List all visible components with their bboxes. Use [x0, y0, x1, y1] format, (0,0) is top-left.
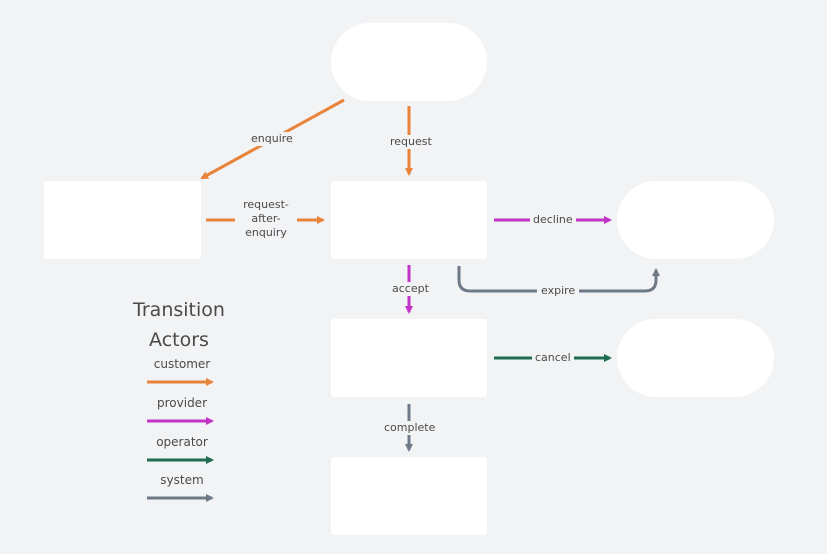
legend-system-label: system — [160, 473, 204, 487]
legend-provider-label: provider — [157, 396, 207, 410]
completed-state-node — [331, 457, 487, 535]
request-label: request — [387, 135, 435, 149]
cancelled-state-node — [617, 319, 774, 397]
request-after-enquiry-label: request-after-enquiry — [235, 198, 297, 240]
initial-state-node — [331, 23, 487, 101]
legend-customer-label: customer — [153, 357, 211, 371]
enquiry-state-node — [44, 181, 201, 259]
accept-label: accept — [389, 282, 432, 296]
legend-title-line1: Transition — [133, 299, 225, 321]
accepted-state-node — [331, 319, 487, 397]
legend-operator-label: operator — [156, 435, 208, 449]
enquire-label: enquire — [248, 132, 296, 146]
decline-label: decline — [530, 213, 576, 227]
expire-label: expire — [537, 284, 580, 298]
declined-state-node — [617, 181, 774, 259]
pending-state-node — [331, 181, 487, 259]
complete-label: complete — [381, 421, 439, 435]
cancel-label: cancel — [532, 351, 574, 365]
legend-title-line2: Actors — [149, 329, 209, 351]
